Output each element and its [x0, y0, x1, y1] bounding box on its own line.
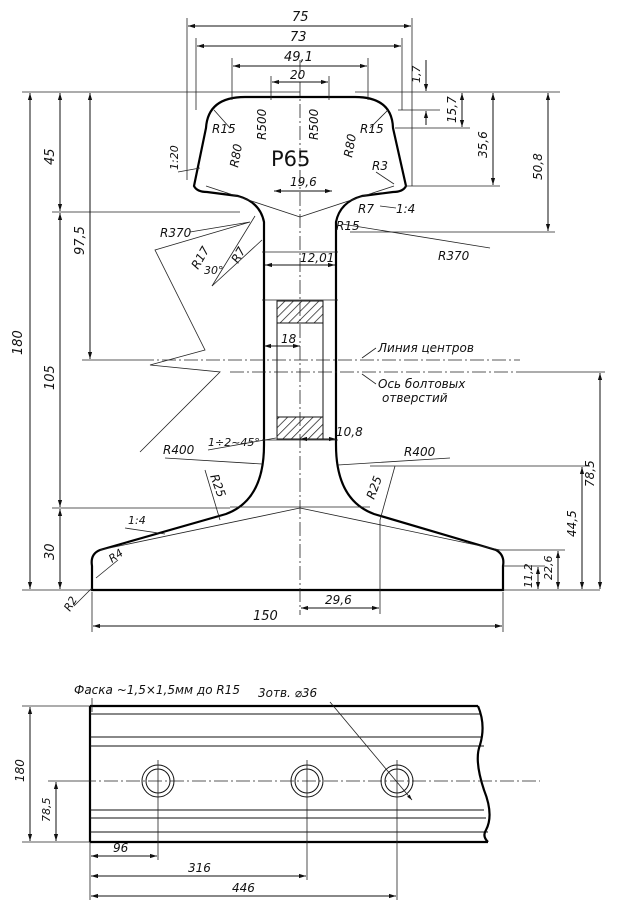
- rail-outline: [90, 95, 505, 592]
- side-dim-78-5: 78,5: [40, 798, 53, 823]
- rail-cross-section: [90, 60, 520, 615]
- label-line-of-centers: Линия центров: [377, 341, 474, 355]
- holes-label: 3отв. ⌀36: [258, 686, 318, 700]
- dim-22-6: 22,6: [542, 556, 555, 581]
- dim-45: 45: [43, 148, 58, 165]
- dim-10-8: 10,8: [336, 425, 363, 439]
- profile-title: Р65: [271, 147, 310, 171]
- dim-44-5: 44,5: [565, 510, 579, 537]
- label-bolt-axis-1: Ось болтовых: [378, 377, 466, 391]
- dim-50-8: 50,8: [531, 153, 545, 180]
- dim-19-6: 19,6: [290, 175, 317, 189]
- dim-35-6: 35,6: [476, 131, 490, 158]
- left-height-dimensions: 180 45 105 30 97,5: [11, 91, 300, 591]
- radius-r25-right: R25: [364, 474, 385, 501]
- dim-97-5: 97,5: [73, 226, 88, 255]
- slope-1-4-right: 1:4: [396, 202, 415, 216]
- radius-r3: R3: [372, 159, 388, 173]
- radius-r400-left: R400: [163, 443, 195, 457]
- dim-75: 75: [292, 10, 309, 25]
- radius-r7-right: R7: [358, 202, 374, 216]
- dim-18: 18: [281, 332, 297, 346]
- side-dim-446: 446: [232, 881, 255, 895]
- radius-r500-right: R500: [307, 108, 321, 140]
- angle-30: 30°: [204, 264, 224, 277]
- dim-11-2: 11,2: [522, 564, 535, 589]
- radius-r500-left: R500: [255, 108, 269, 140]
- dim-180: 180: [11, 330, 26, 355]
- side-dim-180: 180: [13, 759, 27, 782]
- radius-r370-right: R370: [438, 249, 470, 263]
- dim-78-5: 78,5: [583, 460, 597, 487]
- right-height-dimensions: 1,7 15,7 35,6 50,8 78,5 44,5 22,6 11,2: [350, 60, 605, 591]
- radius-r400-right: R400: [404, 445, 436, 459]
- slope-1-4-left: 1:4: [128, 514, 146, 527]
- side-dim-316: 316: [188, 861, 211, 875]
- radius-r4: R4: [106, 546, 125, 565]
- radius-r80-right: R80: [341, 132, 359, 158]
- dim-73: 73: [290, 30, 307, 45]
- dim-150: 150: [253, 609, 278, 624]
- dim-29-6: 29,6: [325, 593, 352, 607]
- width-dimensions: 75 73 49,1 20 19,6 12,01 18 10,8 150 29,…: [91, 10, 504, 632]
- radius-r2: R2: [61, 594, 80, 613]
- radius-r25-left: R25: [207, 472, 228, 499]
- side-dim-96: 96: [113, 841, 129, 855]
- dim-15-7: 15,7: [445, 96, 459, 123]
- dim-105: 105: [43, 365, 58, 390]
- dim-20: 20: [290, 68, 306, 82]
- chamfer-label: Фаска ~1,5×1,5мм до R15: [74, 683, 240, 697]
- radius-r370-left: R370: [160, 226, 192, 240]
- label-bolt-axis-2: отверстий: [382, 391, 448, 405]
- radius-r80-left: R80: [227, 142, 245, 168]
- dim-12-01: 12,01: [300, 251, 334, 265]
- dim-30: 30: [43, 543, 58, 560]
- dim-1-7: 1,7: [410, 66, 423, 84]
- break-line: [476, 705, 491, 843]
- slope-1-20: 1:20: [168, 145, 181, 170]
- dim-49-1: 49,1: [284, 50, 313, 65]
- radius-r15-right: R15: [360, 122, 384, 136]
- chamfer-note: 1÷2~45°: [208, 436, 260, 449]
- radius-r15-left: R15: [212, 122, 236, 136]
- rail-side-view: Фаска ~1,5×1,5мм до R15 3отв. ⌀36 180 78…: [13, 683, 540, 900]
- radius-annotations: Р65 R15 R15 R80 R80 R500 R500 1:20 R3 R7…: [61, 108, 491, 614]
- radius-r15-neck: R15: [336, 219, 360, 233]
